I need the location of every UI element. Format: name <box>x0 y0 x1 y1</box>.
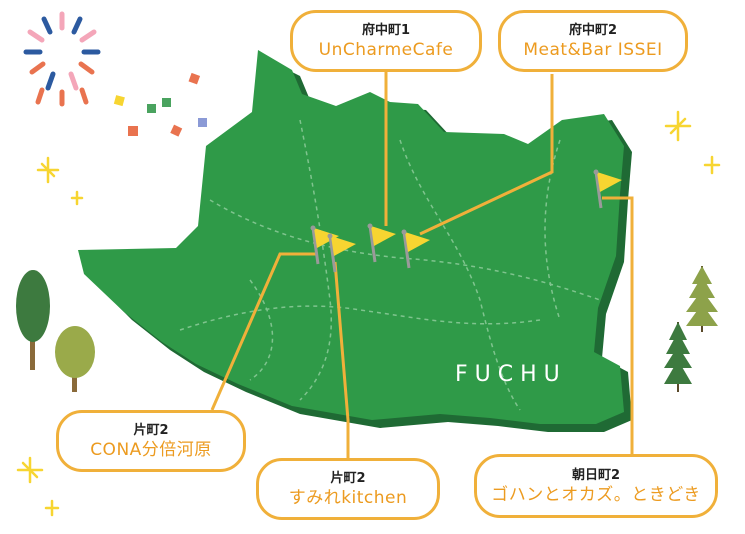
pine-tree-decoration <box>664 266 718 392</box>
callout-address: 片町2 <box>330 470 366 486</box>
callout-cona-bubaigawara[interactable]: 片町2 CONA分倍河原 <box>56 410 246 472</box>
callout-name: Meat&Bar ISSEI <box>523 39 663 60</box>
callout-gohan-to-okazu[interactable]: 朝日町2 ゴハンとオカズ。ときどき <box>474 454 718 518</box>
area-label: FUCHU <box>455 362 567 387</box>
callout-meat-bar-issei[interactable]: 府中町2 Meat&Bar ISSEI <box>498 10 688 72</box>
sparkle-decoration <box>16 110 721 517</box>
connector-lines <box>210 70 634 460</box>
callout-address: 府中町2 <box>568 22 618 38</box>
callout-name: ゴハンとオカズ。ときどき <box>491 484 701 505</box>
callout-sumire-kitchen[interactable]: 片町2 すみれkitchen <box>256 458 440 520</box>
callout-address: 朝日町2 <box>571 467 621 483</box>
callout-name: すみれkitchen <box>288 487 408 508</box>
flag-icon <box>367 223 396 263</box>
callout-name: CONA分倍河原 <box>90 439 212 460</box>
flag-icon <box>401 229 430 269</box>
callout-name: UnCharmeCafe <box>318 39 454 60</box>
flag-icon <box>593 169 622 209</box>
callout-address: 片町2 <box>133 422 169 438</box>
flag-markers <box>310 169 622 273</box>
tree-decoration <box>16 270 95 392</box>
map-roads <box>179 119 601 411</box>
flag-icon <box>327 233 356 273</box>
fireworks-decoration <box>23 11 207 137</box>
callout-uncharme-cafe[interactable]: 府中町1 UnCharmeCafe <box>290 10 482 72</box>
flag-icon <box>310 225 339 265</box>
callout-address: 府中町1 <box>361 22 411 38</box>
